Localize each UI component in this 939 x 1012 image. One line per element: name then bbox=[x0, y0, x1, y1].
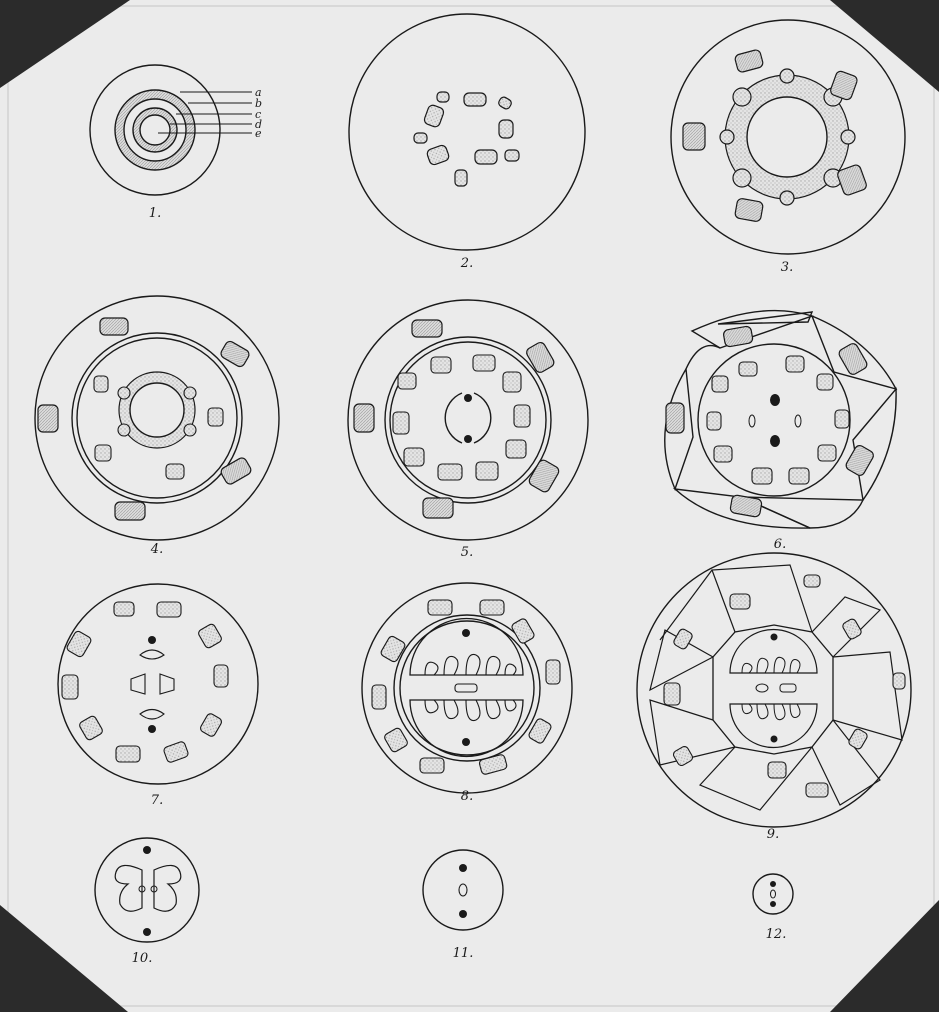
figure-number-12: 12. bbox=[766, 927, 787, 942]
figure-number-7: 7. bbox=[151, 793, 163, 808]
figure-number-8: 8. bbox=[461, 789, 473, 804]
figure-number-2: 2. bbox=[460, 256, 473, 271]
figure-1-layer-labels: a b c d e bbox=[255, 86, 262, 140]
figure-number-6: 6. bbox=[774, 537, 786, 552]
figure-number-11: 11. bbox=[453, 946, 474, 961]
figure-number-5: 5. bbox=[461, 545, 473, 560]
figure-number-9: 9. bbox=[767, 827, 779, 842]
layer-label-e: e bbox=[255, 127, 262, 140]
figure-number-3: 3. bbox=[781, 260, 793, 275]
figure-number-4: 4. bbox=[150, 542, 163, 557]
figure-number-1: 1. bbox=[149, 206, 161, 221]
figure-number-10: 10. bbox=[132, 951, 153, 966]
